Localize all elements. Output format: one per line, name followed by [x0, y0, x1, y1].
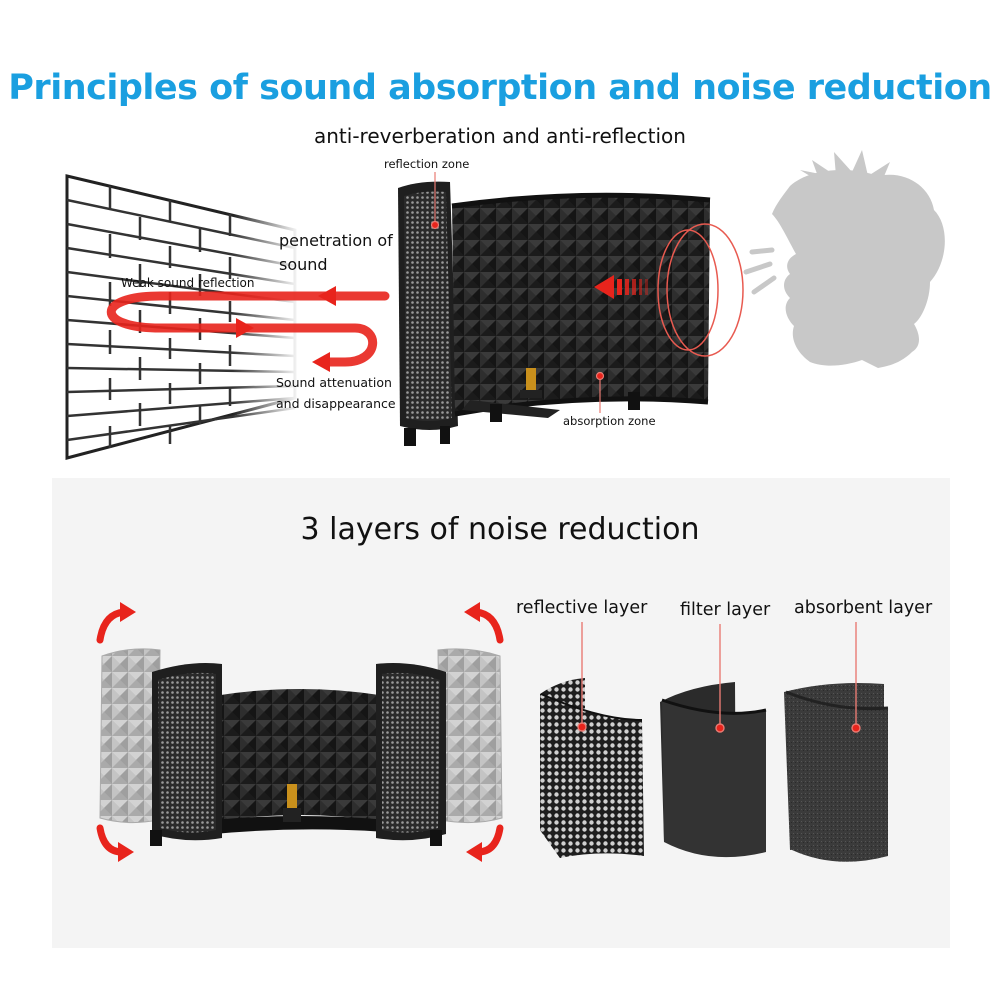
absorbent-layer-sample [784, 683, 889, 862]
unfold-arrowheads [118, 602, 482, 862]
brick-wall [65, 170, 300, 465]
absorbent-layer-label: absorbent layer [794, 598, 933, 618]
sound-waves [657, 223, 744, 357]
reflective-layer-label: reflective layer [516, 598, 648, 618]
page-title: Principles of sound absorption and noise… [8, 68, 992, 108]
foam-panel [451, 192, 711, 422]
filter-layer-sample [660, 682, 767, 858]
absorption-zone-label: absorption zone [563, 414, 656, 428]
page-subtitle: anti-reverberation and anti-reflection [314, 124, 686, 148]
weak-reflection-label: Weak sound reflection [121, 276, 255, 290]
layer-pointers [577, 622, 861, 733]
attenuation-label: Sound attenuation and disappearance [276, 375, 396, 411]
speaking-head-icon [743, 150, 945, 368]
incoming-sound-arrow [594, 275, 648, 299]
filter-layer-label: filter layer [680, 600, 771, 620]
top-pointers [430, 172, 605, 413]
folding-screen [99, 648, 503, 846]
sound-path-arrows [107, 291, 390, 367]
layers-section-title: 3 layers of noise reduction [300, 512, 700, 547]
reflective-layer-sample [540, 678, 644, 858]
reflection-zone-label: reflection zone [384, 157, 470, 171]
front-metal-panel [398, 181, 458, 446]
penetration-label: penetration of sound [279, 231, 393, 274]
sound-path-arrowheads [236, 286, 336, 372]
